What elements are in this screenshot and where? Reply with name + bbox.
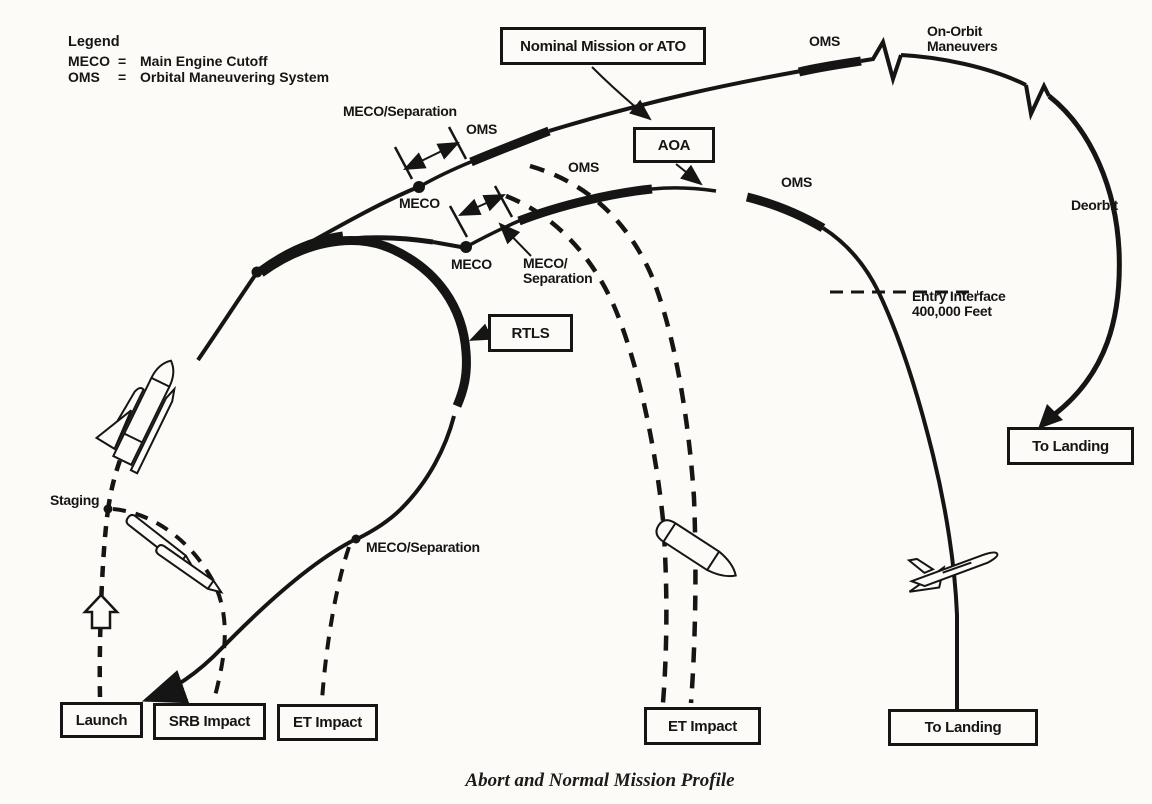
aoa-box: AOA [633,127,715,163]
orbit-break-zigzag-1 [860,36,903,86]
legend-equals: = [118,53,127,69]
srb-impact-box: SRB Impact [153,703,266,740]
legend: Legend MECO = Main Engine Cutoff OMS = O… [68,34,329,85]
srb-impact-box-label: SRB Impact [168,713,251,730]
et-impact-box-aoa: ET Impact [644,707,761,745]
legend-entry-oms: OMS = Orbital Maneuvering System [68,68,330,86]
oms-nominal-label-1: OMS [466,121,497,137]
et-fall-dashed-b [505,193,669,704]
et-falling-icon [655,519,737,578]
oms-aoa-label-1: OMS [568,159,599,175]
aoa-meco-sep-callout [498,222,532,257]
launch-box: Launch [60,702,143,738]
rtls-box-label: RTLS [511,324,550,342]
to-landing-orbit-label: To Landing [1032,437,1109,455]
staging-dot [103,504,113,514]
staging-label: Staging [50,492,100,508]
legend-full: Orbital Maneuvering System [140,68,330,85]
entry-interface-line2: 400,000 Feet [912,303,992,319]
dim2-tick-right [493,185,514,218]
on-orbit-path [900,53,1027,87]
oms-aoa-label-2: OMS [781,174,812,190]
rtls-box: RTLS [488,314,573,352]
et-fall-dashed-a [529,163,698,704]
orbiter-gliding-icon [906,551,999,593]
nominal-crest-path [548,69,802,133]
on-orbit-line2: Maneuvers [927,38,998,54]
nominal-mission-box-label: Nominal Mission or ATO [520,37,686,55]
rtls-box-arrow [469,323,493,341]
rtls-et-dashed [320,546,351,701]
legend-abbr: OMS [68,68,100,85]
meco-sep-aoa-line2: Separation [523,270,593,286]
dim2-arrow [457,194,507,216]
entry-interface-line1: Entry Interface [912,288,1006,304]
srb-falling-icon-2 [155,544,224,594]
rtls-glide-2 [141,537,357,704]
meco-separation-rtls-label: MECO/Separation [366,539,480,555]
aoa-box-label: AOA [657,136,691,154]
to-landing-box-aoa: To Landing [888,709,1038,746]
rtls-burn-arc [258,236,471,408]
aoa-link-2 [432,240,462,249]
legend-title: Legend [68,34,120,50]
nominal-box-arrow [591,66,652,121]
meco-nominal-label: MECO [399,195,440,211]
orbit-break-zigzag-2 [1024,81,1051,121]
to-landing-aoa-label: To Landing [924,719,1002,736]
nominal-coast-path [418,159,474,189]
et-impact-box-rtls: ET Impact [277,704,378,741]
on-orbit-line1: On-Orbit [927,23,983,39]
dim2-tick-left [448,205,469,238]
dim1-arrow [403,142,460,170]
nominal-oms-burn-1 [469,126,551,167]
rtls-glide-1 [356,415,456,541]
nominal-oms-burn-2 [797,56,862,77]
meco-separation-nominal-label: MECO/Separation [343,103,457,119]
aoa-coast-path [465,218,522,249]
ascent-solid-path [196,272,258,362]
meco-nominal-dot [413,181,425,193]
meco-separation-aoa-label: MECO/Separation [523,255,593,286]
et-impact-rtls-label: ET Impact [293,714,362,731]
shuttle-stack-ascending-icon [94,359,176,475]
launch-up-arrow-icon [82,593,120,630]
nominal-mission-box: Nominal Mission or ATO [500,27,706,65]
legend-full: Main Engine Cutoff [140,53,268,69]
legend-entry-meco: MECO = Main Engine Cutoff [68,53,329,70]
branch-dot [251,266,263,278]
aoa-box-arrow [675,163,703,186]
meco-aoa-label: MECO [451,256,492,272]
oms-nominal-label-2: OMS [809,33,840,49]
rtls-meco-sep-dot [351,534,361,544]
aoa-link-3 [651,186,717,193]
aoa-oms-burn-1 [517,184,653,226]
launch-box-label: Launch [75,711,128,729]
dim1-tick-left [393,146,414,180]
meco-aoa-dot [460,241,472,253]
aoa-entry-descent-path [821,226,959,712]
figure-caption: Abort and Normal Mission Profile [465,770,735,791]
aoa-oms-burn-2 [745,192,826,232]
legend-abbr: MECO [68,53,110,69]
deorbit-label: Deorbit [1071,197,1118,213]
deorbit-path [1047,94,1122,416]
srb-fall-dashed-path [112,507,227,701]
meco-sep-aoa-line1: MECO/ [523,255,568,271]
deorbit-arrowhead [1038,404,1063,429]
legend-equals: = [118,68,127,85]
to-landing-box-orbit: To Landing [1007,427,1134,465]
et-impact-aoa-label: ET Impact [668,717,737,735]
